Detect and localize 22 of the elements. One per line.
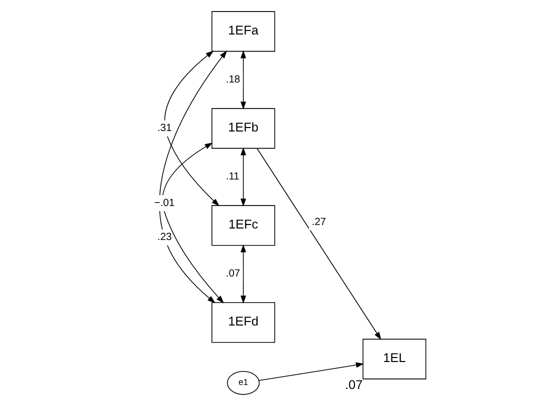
edge-label: .31 (156, 123, 172, 134)
edge-label: .18 (225, 74, 240, 86)
arrow (240, 50, 246, 110)
node-box: 1EFc (211, 205, 275, 246)
arrow (162, 142, 224, 304)
arrow (158, 50, 227, 304)
node-box: 1EL (362, 338, 426, 380)
edge-label: .23 (156, 232, 172, 244)
edge-label: .11 (225, 172, 239, 183)
node-box: 1EFb (211, 108, 275, 149)
edge-label: .07 (225, 268, 240, 280)
node-box: 1EFa (211, 11, 275, 52)
edge-label: −.01 (154, 198, 174, 209)
arrow (164, 50, 219, 206)
edge-label: .27 (311, 216, 326, 228)
node-label: .07 (344, 377, 362, 392)
arrow (240, 147, 246, 207)
node-ellipse: e1 (226, 370, 260, 395)
arrow (240, 244, 246, 304)
node-box: 1EFd (211, 302, 275, 343)
arrow (256, 148, 381, 340)
arrow (258, 362, 364, 381)
